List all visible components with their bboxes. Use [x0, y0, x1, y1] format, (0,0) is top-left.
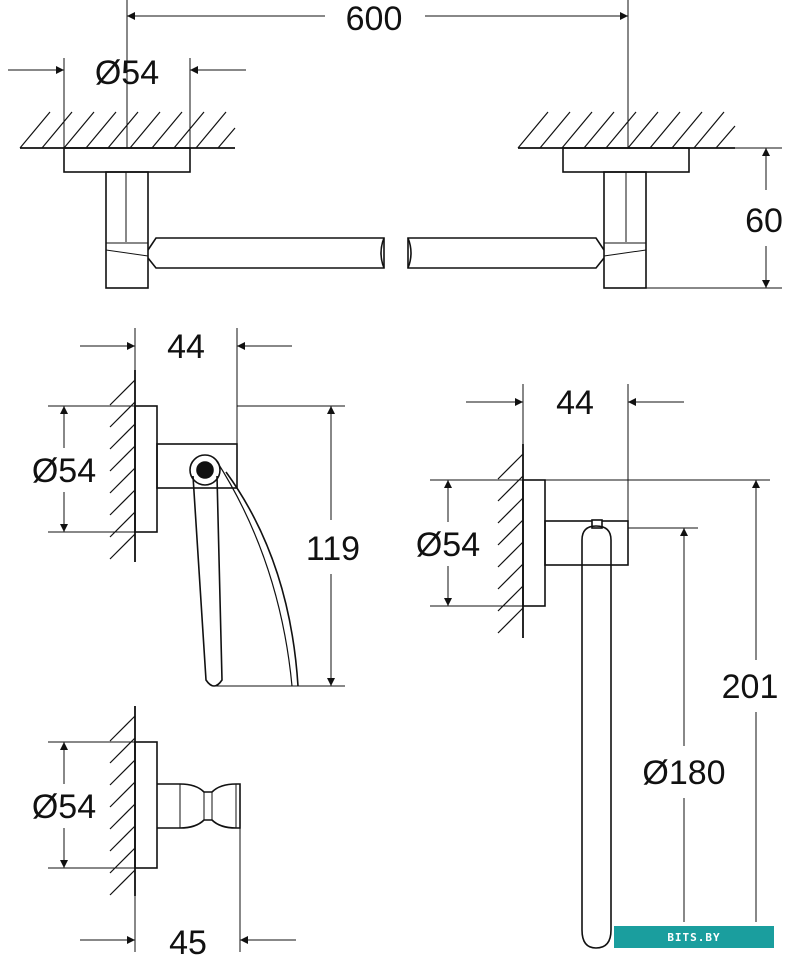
towel-ring-flange-diameter-label: Ø54 — [416, 526, 480, 564]
paper-holder-projection-label: 44 — [167, 328, 205, 366]
towel-bar-drawing — [8, 0, 782, 289]
paper-holder-arm — [156, 443, 238, 489]
towel-ring-diameter-label: Ø180 — [642, 754, 725, 792]
robe-hook-drawing — [48, 706, 296, 952]
towel-bar-flange-diameter-label: Ø54 — [95, 54, 159, 92]
right-flange — [562, 147, 690, 173]
left-bar — [147, 237, 385, 269]
left-flange — [63, 147, 191, 173]
towel-ring-drawing — [430, 384, 770, 949]
wall-hatch-paper-holder — [109, 370, 136, 562]
paper-holder-flange-diameter-label: Ø54 — [32, 452, 96, 490]
paper-holder-height-label: 119 — [306, 530, 360, 568]
towel-ring-height-label: 201 — [722, 668, 779, 706]
right-bar — [407, 237, 605, 269]
towel-ring-projection-label: 44 — [556, 384, 594, 422]
robe-hook-projection-label: 45 — [169, 924, 207, 960]
watermark-text: BITS.BY — [667, 931, 720, 944]
paper-holder-bar — [192, 475, 223, 687]
wall-hatch-right — [517, 111, 736, 149]
towel-ring-flange — [522, 479, 546, 607]
watermark-badge: BITS.BY — [614, 926, 774, 948]
paper-holder-flange — [134, 405, 158, 533]
paper-holder-pivot — [189, 454, 221, 486]
towel-ring-loop — [581, 525, 612, 949]
paper-holder-drawing — [48, 328, 345, 687]
towel-bar-projection-label: 60 — [745, 202, 783, 240]
robe-hook-flange-diameter-label: Ø54 — [32, 788, 96, 826]
towel-bar-width-label: 600 — [346, 0, 403, 38]
right-post — [603, 171, 647, 289]
robe-hook-body — [157, 783, 241, 829]
paper-holder-cover — [225, 471, 299, 687]
watermark-background — [614, 926, 774, 948]
robe-hook-flange — [134, 741, 158, 869]
left-post — [105, 171, 149, 289]
wall-hatch-towel-ring — [497, 444, 524, 638]
towel-ring-arm — [544, 520, 629, 566]
